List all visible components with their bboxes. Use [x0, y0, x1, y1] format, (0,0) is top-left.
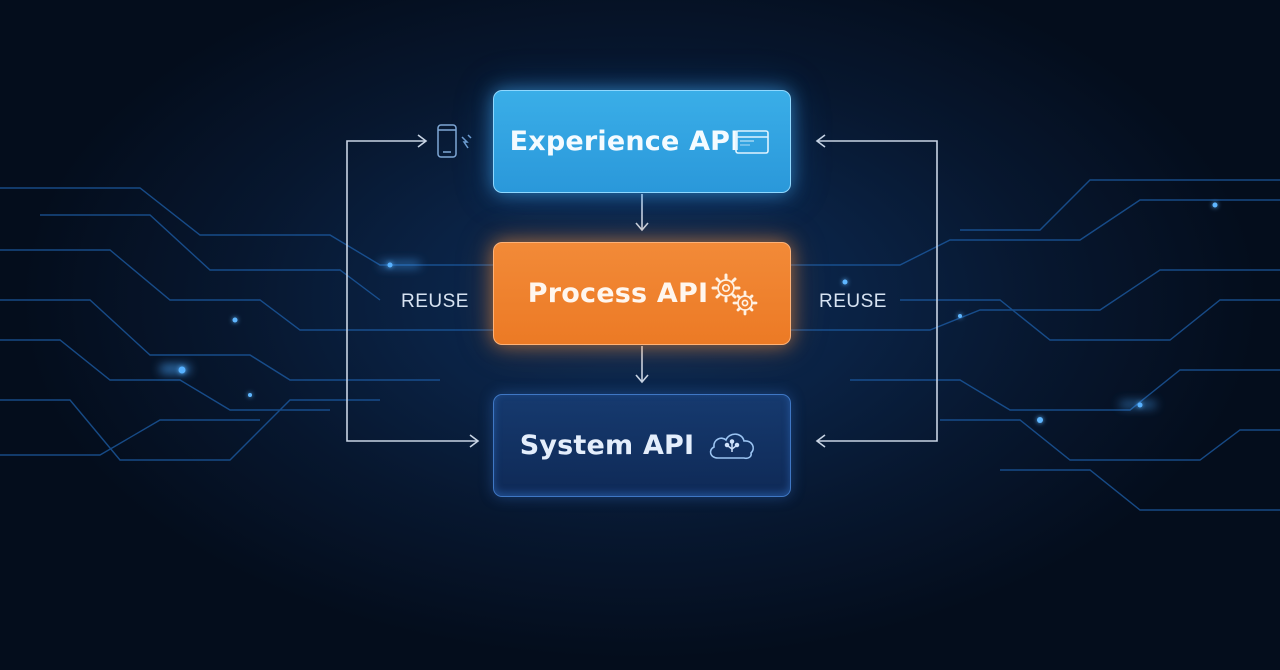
- reuse-connector-left: [346, 140, 478, 442]
- circuit-node: [958, 314, 962, 318]
- system-api-label: System API: [519, 430, 695, 461]
- reuse-label-left: REUSE: [401, 291, 469, 312]
- circuit-node: [248, 393, 252, 397]
- cloud-icon: [709, 432, 754, 459]
- arrowhead-right-bottom: [815, 434, 826, 448]
- system-api-box: System API: [493, 394, 791, 497]
- circuit-node: [1212, 202, 1218, 208]
- circuit-node: [232, 317, 238, 323]
- circuit-trace: [960, 179, 1280, 231]
- arrowhead-right-top: [815, 134, 826, 148]
- reuse-connector-right: [818, 140, 938, 442]
- circuit-trace: [0, 419, 260, 456]
- experience-api-label: Experience API: [509, 126, 741, 157]
- circuit-trace: [0, 399, 380, 461]
- circuit-trace: [40, 214, 381, 301]
- circuit-trace: [940, 419, 1280, 461]
- process-api-label: Process API: [527, 278, 709, 309]
- reuse-label-right: REUSE: [819, 291, 887, 312]
- circuit-trace: [850, 369, 1280, 411]
- circuit-trace: [791, 199, 1280, 266]
- arrowhead-left-top: [417, 134, 428, 148]
- arrowhead-left-bottom: [469, 434, 480, 448]
- circuit-trace: [900, 299, 1280, 341]
- experience-api-box: Experience API: [493, 90, 791, 193]
- circuit-trace: [1000, 469, 1280, 511]
- mobile-device-icon: [437, 124, 472, 158]
- process-api-box: Process API: [493, 242, 791, 345]
- circuit-trace: [0, 249, 493, 331]
- gears-icon: [711, 273, 758, 315]
- circuit-trace: [791, 269, 1280, 331]
- circuit-trace: [0, 299, 440, 381]
- circuit-node: [842, 279, 848, 285]
- circuit-node: [1037, 417, 1043, 423]
- circuit-trace: [0, 339, 330, 411]
- browser-window-icon: [735, 129, 769, 154]
